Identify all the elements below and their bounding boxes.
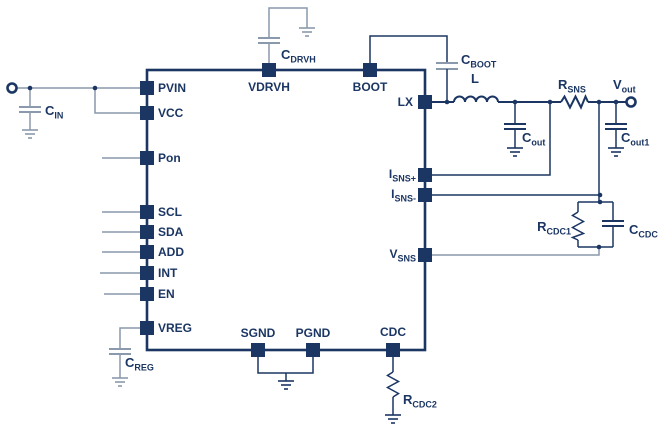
cin-capacitor xyxy=(19,88,41,139)
cout-capacitor xyxy=(504,102,526,157)
pin-sgnd xyxy=(251,343,265,357)
wire-boot-loop xyxy=(369,35,448,63)
component-label-inductor: L xyxy=(471,71,479,86)
component-label-rcdc2: RCDC2 xyxy=(403,392,437,410)
pin-vreg xyxy=(140,321,154,335)
pin-isns-minus xyxy=(418,188,432,202)
ground-cdrvh xyxy=(299,27,315,37)
pin-pgnd xyxy=(306,343,320,357)
pin-scl xyxy=(140,205,154,219)
junction-dot xyxy=(92,85,98,91)
ground-creg xyxy=(112,377,128,387)
pin-vsns xyxy=(418,248,432,262)
inductor-l xyxy=(453,95,499,103)
pin-label-vdrvh: VDRVH xyxy=(248,80,290,94)
pin-label-add: ADD xyxy=(158,245,184,259)
junction-dot xyxy=(596,99,602,105)
wire-isns-plus xyxy=(432,102,551,176)
ground-rcdc2 xyxy=(385,414,401,424)
junction-dot xyxy=(596,244,602,250)
junction-dot xyxy=(444,99,450,105)
pin-isns-plus xyxy=(418,168,432,182)
pin-add xyxy=(140,245,154,259)
pin-boot xyxy=(363,63,377,77)
component-label-cboot: CBOOT xyxy=(461,52,497,70)
junction-dot xyxy=(597,192,603,198)
resistor-rsns xyxy=(560,93,589,110)
component-label-cout1: Cout1 xyxy=(621,130,650,148)
cdrvh-capacitor xyxy=(258,7,315,63)
component-label-cin: CIN xyxy=(45,103,64,121)
wire-vcc-tap xyxy=(94,88,140,114)
ground-cout xyxy=(507,147,523,157)
sgnd-pgnd-net xyxy=(257,357,314,390)
creg-capacitor xyxy=(109,327,140,387)
ground-cin xyxy=(22,129,38,139)
pin-lx xyxy=(418,95,432,109)
pin-label-isns-plus: ISNS+ xyxy=(388,167,416,184)
pin-label-lx: LX xyxy=(397,95,413,109)
ccdc-capacitor xyxy=(602,202,624,247)
wire-vsns xyxy=(432,247,600,256)
junction-dot xyxy=(512,99,518,105)
pin-label-sda: SDA xyxy=(158,225,184,239)
component-label-rsns: RSNS xyxy=(558,77,586,95)
rcdc1-resistor xyxy=(570,202,586,247)
ground-cout1 xyxy=(608,147,624,157)
pin-label-boot: BOOT xyxy=(352,80,388,94)
ic-outline xyxy=(145,68,427,352)
component-label-vout: Vout xyxy=(613,77,636,95)
pin-label-cdc: CDC xyxy=(380,325,406,339)
ground-sgnd-pgnd xyxy=(278,380,294,390)
ic-pins xyxy=(140,63,432,357)
component-label-cdrvh: CDRVH xyxy=(281,47,316,65)
pin-int xyxy=(140,266,154,280)
boot-net xyxy=(369,35,458,102)
vin-terminal xyxy=(6,82,18,94)
component-label-ccdc: CCDC xyxy=(629,222,658,240)
pin-label-vreg: VREG xyxy=(158,321,193,335)
pin-label-isns-minus: ISNS- xyxy=(391,187,416,204)
input-net xyxy=(17,87,140,114)
pin-pon xyxy=(140,151,154,165)
output-net xyxy=(432,93,626,110)
cdc-filter-net xyxy=(570,201,624,248)
junction-dot xyxy=(27,85,33,91)
component-label-creg: CREG xyxy=(125,355,154,373)
cout1-capacitor xyxy=(605,102,627,157)
junction-dot xyxy=(613,99,619,105)
pin-label-en: EN xyxy=(158,287,175,301)
component-label-cout: Cout xyxy=(522,130,546,148)
pin-vcc xyxy=(140,106,154,120)
pin-label-vsns: VSNS xyxy=(389,247,416,264)
pin-en xyxy=(140,287,154,301)
pin-label-vcc: VCC xyxy=(158,106,184,120)
junction-dot xyxy=(547,99,553,105)
pin-label-int: INT xyxy=(158,266,178,280)
pin-vdrvh xyxy=(262,63,276,77)
control-stubs xyxy=(100,157,140,295)
pin-label-sgnd: SGND xyxy=(240,326,276,340)
pin-pvin xyxy=(140,81,154,95)
pin-sda xyxy=(140,225,154,239)
pin-cdc xyxy=(386,343,400,357)
pin-label-scl: SCL xyxy=(158,205,182,219)
rcdc2-resistor xyxy=(385,357,401,424)
junction-dot xyxy=(597,199,603,205)
pin-label-pvin: PVIN xyxy=(158,81,187,95)
pin-label-pgnd: PGND xyxy=(295,326,331,340)
component-label-rcdc1: RCDC1 xyxy=(537,219,571,237)
vout-terminal xyxy=(625,96,637,108)
pin-label-pon: Pon xyxy=(158,151,181,165)
junction-dots xyxy=(27,85,619,250)
